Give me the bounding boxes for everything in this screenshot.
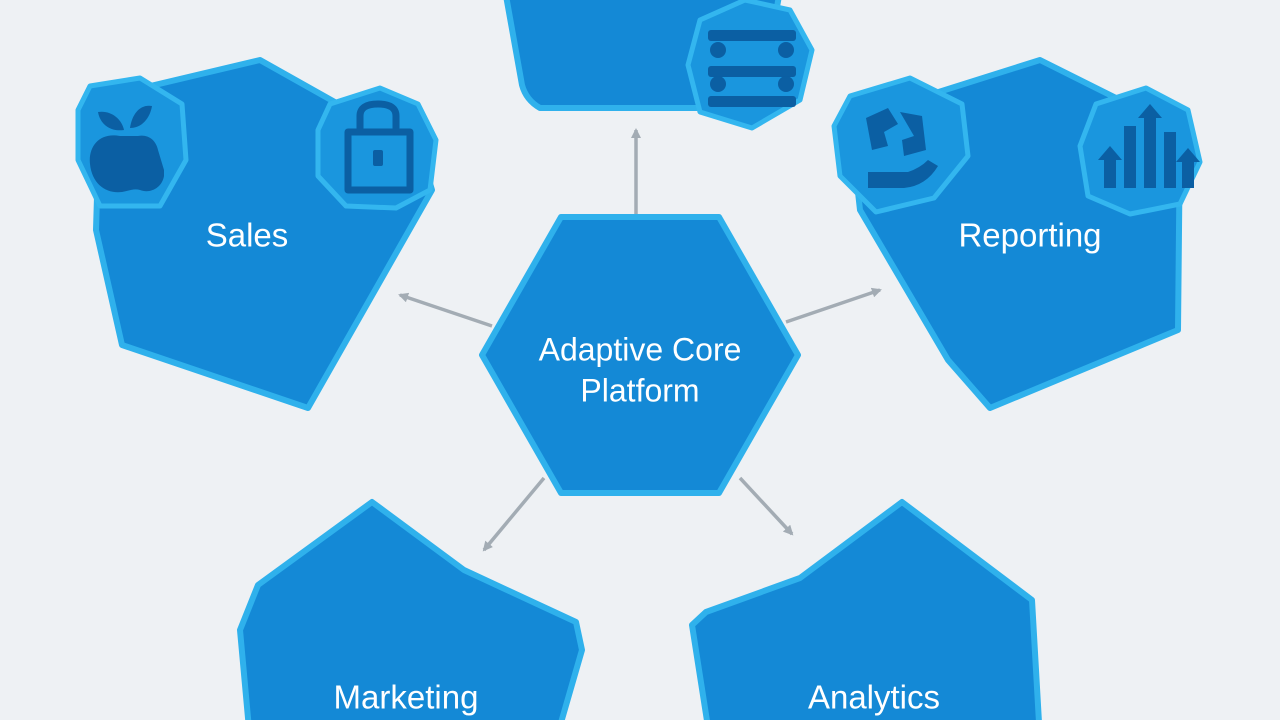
- connector-marketing: [482, 476, 546, 552]
- bar-chart-icon: [1077, 85, 1203, 217]
- table-icon: [685, 0, 815, 131]
- connectors: [398, 128, 882, 552]
- hub-label-line2: Platform: [580, 372, 699, 408]
- puzzle-hand-icon: [831, 75, 971, 215]
- connector-reporting: [785, 287, 882, 324]
- hub-shape: [479, 214, 801, 496]
- module-reporting-label: Reporting: [958, 217, 1101, 254]
- core-platform-hub[interactable]: Adaptive Core Platform: [479, 214, 801, 496]
- module-sales[interactable]: Sales: [75, 57, 439, 411]
- connector-analytics: [738, 476, 794, 536]
- module-marketing[interactable]: Marketing: [237, 499, 585, 720]
- module-reporting[interactable]: Reporting: [831, 57, 1203, 411]
- lock-icon: [315, 85, 439, 211]
- module-analytics[interactable]: Analytics: [689, 499, 1042, 720]
- module-analytics-shape: [689, 499, 1042, 720]
- module-marketing-label: Marketing: [334, 679, 479, 716]
- hub-label-line1: Adaptive Core: [539, 331, 742, 367]
- connector-sales: [398, 292, 493, 328]
- module-analytics-label: Analytics: [808, 679, 940, 716]
- module-marketing-shape: [237, 499, 585, 720]
- apple-icon: [75, 75, 189, 209]
- module-sales-label: Sales: [206, 217, 289, 254]
- module-top[interactable]: [503, 0, 815, 131]
